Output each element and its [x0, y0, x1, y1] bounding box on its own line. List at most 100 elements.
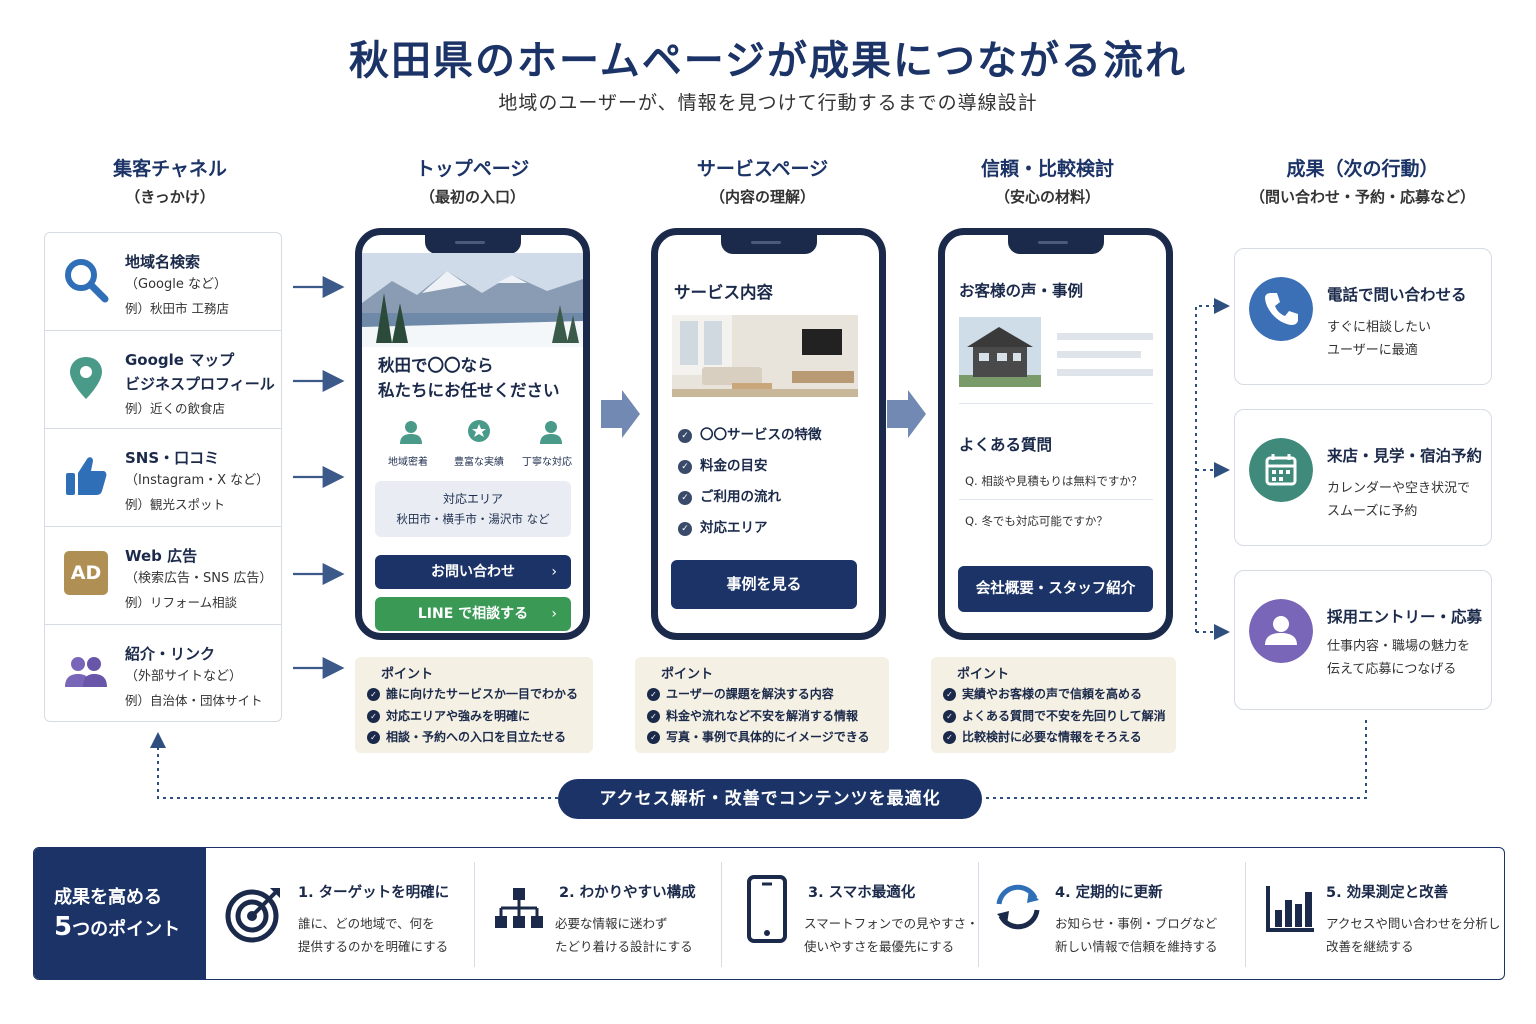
- contact-button-label: お問い合わせ: [431, 564, 515, 580]
- channel-example: 例）秋田市 工務店: [125, 301, 229, 316]
- calendar-icon: [1249, 438, 1313, 502]
- area-title: 対応エリア: [442, 492, 503, 506]
- result-recruit-entry[interactable]: 採用エントリー・応募 仕事内容・職場の魅力を 伝えて応募につなげる: [1234, 570, 1492, 710]
- bar-chart-icon: [1266, 886, 1314, 932]
- map-pin-icon: [70, 357, 102, 399]
- channel-title: 地域名検索: [125, 253, 201, 271]
- tip-body: お知らせ・事例・ブログなど 新しい情報で信頼を維持する: [1055, 912, 1218, 958]
- chevron-right-icon: ›: [551, 606, 557, 622]
- point-item: 誰に向けたサービスか一目でわかる: [367, 685, 578, 702]
- case-study-button[interactable]: 事例を見る: [671, 560, 857, 609]
- hero-line: 私たちにお任せください: [378, 381, 560, 400]
- point-item: 実績やお客様の声で信頼を高める: [943, 685, 1142, 702]
- column-subtitle: （問い合わせ・予約・応募など）: [1249, 188, 1475, 206]
- star-badge-icon: [468, 420, 490, 442]
- heading-number: 5: [54, 912, 73, 942]
- column-header-channels: 集客チャネル （きっかけ）: [60, 155, 280, 211]
- divider: [978, 862, 979, 967]
- column-header-results: 成果（次の行動） （問い合わせ・予約・応募など）: [1225, 155, 1500, 211]
- column-title: 成果（次の行動）: [1286, 158, 1439, 180]
- column-title: トップページ: [415, 158, 530, 180]
- point-item: よくある質問で不安を先回りして解消: [943, 707, 1166, 724]
- point-box-top: ポイント 誰に向けたサービスか一目でわかる 対応エリアや強みを明確に 相談・予約…: [355, 657, 593, 753]
- feature-label: 丁寧な対応: [522, 457, 572, 468]
- line-button-label: LINE で相談する: [417, 606, 529, 622]
- service-heading: サービス内容: [674, 283, 773, 302]
- faq-item[interactable]: Q. 相談や見積もりは無料ですか？: [965, 474, 1143, 488]
- service-item: 〇〇サービスの特徴: [678, 423, 822, 443]
- phone-icon: [1249, 277, 1313, 341]
- tip-body: 誰に、どの地域で、何を 提供するのかを明確にする: [298, 912, 448, 958]
- column-subtitle: （最初の入口）: [419, 188, 525, 206]
- line-consult-button[interactable]: LINE で相談する ›: [375, 597, 571, 631]
- flow-arrow: [601, 390, 640, 438]
- tip-line: 改善を継続する: [1326, 939, 1414, 954]
- phone-service-page: サービス内容 〇〇サービスの特徴 料金の目安 ご利用の流れ 対応エリア 事例を見…: [651, 228, 886, 640]
- channel-example: 例）観光スポット: [125, 497, 226, 512]
- column-subtitle: （安心の材料）: [994, 188, 1100, 206]
- column-title: サービスページ: [696, 158, 829, 180]
- tip-body: アクセスや問い合わせを分析し 改善を継続する: [1326, 912, 1500, 958]
- service-item: 対応エリア: [678, 516, 768, 536]
- channel-example: 例）近くの飲食店: [125, 401, 226, 416]
- snow-landscape-image: [362, 253, 583, 347]
- heading-line1: 成果を高める: [54, 887, 162, 908]
- text-placeholder-line: [1057, 369, 1153, 376]
- column-header-trust: 信頼・比較検討 （安心の材料）: [935, 155, 1160, 211]
- column-header-top-page: トップページ （最初の入口）: [360, 155, 585, 211]
- feature-label: 地域密着: [388, 457, 428, 468]
- divider: [959, 499, 1153, 500]
- point-item: ユーザーの課題を解決する内容: [647, 685, 834, 702]
- result-desc: すぐに相談したい: [1327, 320, 1432, 335]
- search-icon: [65, 259, 109, 303]
- result-reservation[interactable]: 来店・見学・宿泊予約 カレンダーや空き状況で スムーズに予約: [1234, 409, 1492, 546]
- channel-example: 例）自治体・団体サイト: [125, 693, 263, 708]
- tip-body: 必要な情報に迷わず たどり着ける設計にする: [555, 912, 693, 958]
- result-desc: カレンダーや空き状況で: [1327, 481, 1471, 496]
- refresh-icon: [996, 884, 1040, 930]
- tip-line: アクセスや問い合わせを分析し: [1326, 916, 1501, 931]
- channel-detail: （検索広告・SNS 広告）: [125, 571, 273, 586]
- faq-item[interactable]: Q. 冬でも対応可能ですか？: [965, 514, 1108, 528]
- service-item: ご利用の流れ: [678, 485, 781, 505]
- channel-list: 地域名検索 （Google など） 例）秋田市 工務店 Google マップ ビ…: [44, 232, 282, 722]
- person-icon: [1249, 599, 1313, 663]
- channel-detail: （外部サイトなど）: [125, 669, 243, 684]
- text-placeholder-line: [1057, 333, 1153, 340]
- column-title: 集客チャネル: [113, 158, 227, 180]
- channel-example: 例）リフォーム相談: [125, 595, 238, 610]
- result-phone-inquiry[interactable]: 電話で問い合わせる すぐに相談したい ユーザーに最適: [1234, 248, 1492, 385]
- tip-line: 誰に、どの地域で、何を: [298, 916, 435, 931]
- tip-mobile: 3. スマホ最適化 スマートフォンでの見やすさ・ 使いやすさを最優先にする: [722, 848, 979, 979]
- point-title: ポイント: [957, 667, 1010, 682]
- phone-notch: [1007, 235, 1104, 254]
- tip-line: 使いやすさを最優先にする: [804, 939, 955, 954]
- faq-heading: よくある質問: [959, 436, 1053, 454]
- heading-rest: つのポイント: [72, 919, 181, 940]
- channel-title: SNS・口コミ: [125, 449, 220, 467]
- tip-line: スマートフォンでの見やすさ・: [804, 916, 979, 931]
- divider: [474, 862, 475, 967]
- tip-line: 提供するのかを明確にする: [298, 939, 449, 954]
- phone-notch: [424, 235, 521, 254]
- text-placeholder-line: [1057, 351, 1141, 358]
- result-title: 採用エントリー・応募: [1327, 608, 1483, 626]
- company-profile-button[interactable]: 会社概要・スタッフ紹介: [958, 566, 1153, 612]
- sitemap-icon: [495, 888, 543, 928]
- hero-line: 秋田で〇〇なら: [378, 356, 494, 375]
- channel-title: Google マップ: [125, 351, 235, 369]
- person-icon: [400, 421, 422, 444]
- chevron-right-icon: ›: [551, 564, 557, 580]
- channel-title: Web 広告: [125, 547, 198, 565]
- point-box-service: ポイント ユーザーの課題を解決する内容 料金や流れなど不安を解消する情報 写真・…: [635, 657, 889, 753]
- tip-title: 3. スマホ最適化: [808, 885, 916, 901]
- column-title: 信頼・比較検討: [980, 158, 1114, 180]
- ad-icon: AD: [64, 551, 108, 595]
- phone-notch: [720, 235, 817, 254]
- channel-detail: （Google など）: [125, 277, 227, 292]
- channel-item: AD Web 広告 （検索広告・SNS 広告） 例）リフォーム相談: [45, 527, 281, 625]
- column-subtitle: （きっかけ）: [125, 188, 215, 206]
- point-item: 対応エリアや強みを明確に: [367, 707, 530, 724]
- contact-button[interactable]: お問い合わせ ›: [375, 555, 571, 589]
- result-desc: スムーズに予約: [1327, 504, 1418, 519]
